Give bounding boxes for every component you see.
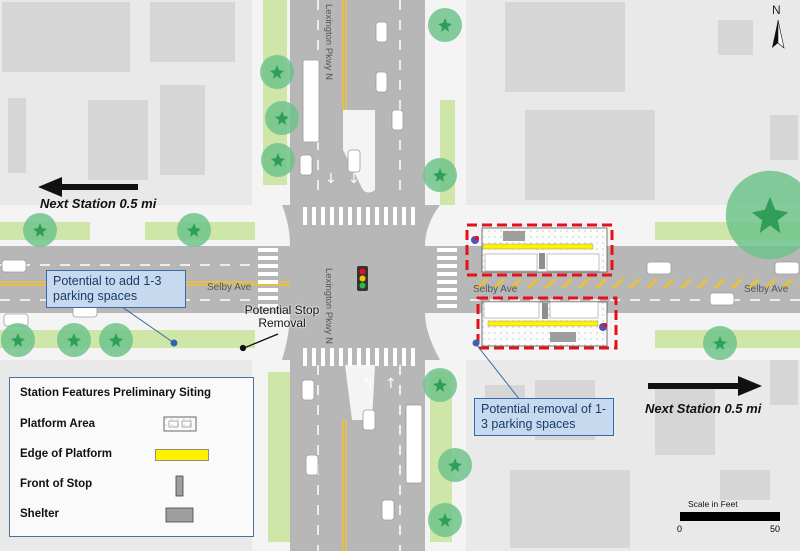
legend-item-platform-area: Platform Area (20, 418, 95, 430)
legend-title: Station Features Preliminary Siting (20, 387, 212, 399)
scale-end-label: 50 (770, 524, 781, 534)
arrow-east-icon (648, 376, 762, 396)
lane-arrows: ↓ ↓ ↰ ↑ (325, 171, 397, 392)
scale-bar-graphic (680, 512, 780, 521)
station-platform-south (476, 296, 618, 350)
svg-text:↑: ↑ (385, 376, 397, 392)
scale-bar: Scale in Feet 0 50 (676, 497, 792, 537)
crosswalk-west (258, 248, 278, 308)
crosswalk-south (303, 348, 415, 366)
svg-text:↓: ↓ (348, 171, 360, 187)
north-arrow-icon (772, 19, 785, 49)
remove-parking-callout: Potential removal of 1-3 parking spaces (474, 398, 614, 436)
north-arrow-letter: N (772, 3, 781, 17)
street-label-selby-mid: Selby Ave (473, 284, 518, 295)
shelter-swatch (165, 507, 194, 523)
legend-item-edge-of-platform: Edge of Platform (20, 448, 113, 460)
callout-leaders (111, 299, 521, 401)
arrow-west-icon (38, 177, 138, 197)
stop-removal-leader (239, 333, 279, 352)
scale-start-label: 0 (677, 524, 683, 534)
legend-panel: Station Features Preliminary Siting Plat… (9, 377, 254, 537)
next-station-west-label: Next Station 0.5 mi (40, 196, 157, 211)
street-label-lexington-south: Lexington Pkwy N (323, 268, 334, 344)
legend-item-shelter: Shelter (20, 508, 59, 520)
station-platform-north (465, 223, 614, 277)
hatched-median (470, 279, 800, 288)
svg-text:↰: ↰ (362, 376, 374, 392)
svg-text:↓: ↓ (325, 171, 337, 187)
traffic-signal-icon (357, 266, 368, 291)
vehicles (1, 21, 800, 521)
next-station-east-label: Next Station 0.5 mi (645, 401, 762, 416)
street-label-selby-east: Selby Ave (744, 284, 789, 295)
crosswalk-east (437, 248, 457, 308)
platform-area-swatch (163, 416, 197, 432)
legend-item-front-of-stop: Front of Stop (20, 478, 93, 490)
street-label-selby-west: Selby Ave (207, 282, 252, 293)
stop-removal-label: Potential Stop Removal (244, 303, 320, 330)
platform-edge-swatch (155, 449, 209, 461)
front-of-stop-swatch (175, 475, 184, 497)
street-label-lexington-north: Lexington Pkwy N (323, 4, 334, 80)
crosswalk-north (303, 207, 415, 225)
add-parking-callout: Potential to add 1-3 parking spaces (46, 270, 186, 308)
scale-title: Scale in Feet (688, 499, 738, 509)
